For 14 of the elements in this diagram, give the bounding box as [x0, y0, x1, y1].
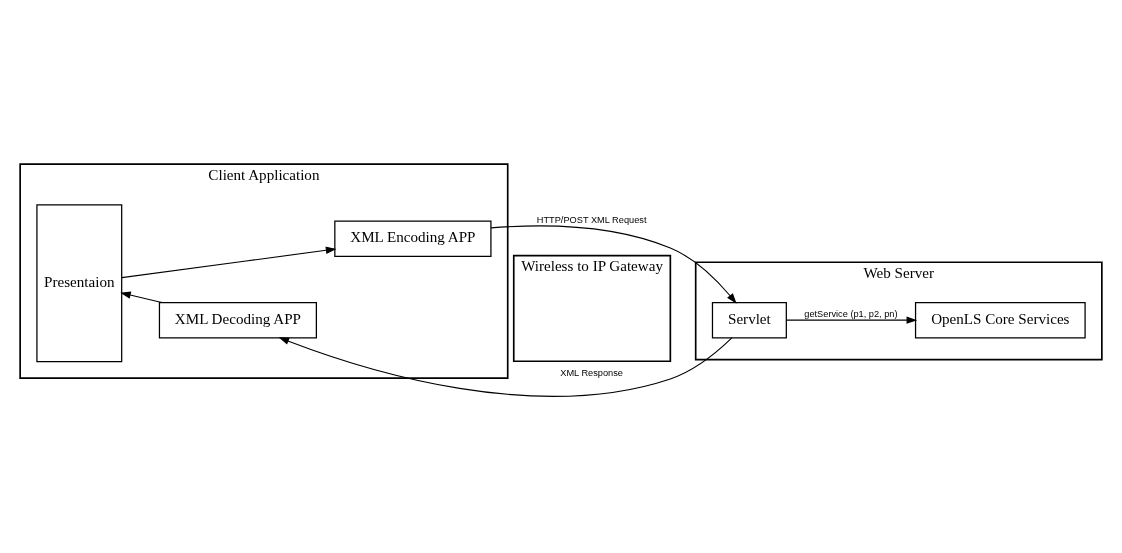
- node-box: Wireless to IP Gateway: [512, 254, 672, 362]
- node-box: XML Decoding APP: [158, 301, 317, 338]
- arrow: [120, 290, 163, 303]
- node-box: OpenLS Core Services: [914, 301, 1086, 338]
- edge-label: getService (p1, p2, pn): [804, 308, 898, 319]
- arrow: [278, 336, 733, 397]
- arrow: [785, 315, 918, 324]
- arrow: [121, 246, 337, 278]
- node-box: Servlet: [711, 301, 787, 338]
- node-box: Presentaion: [36, 203, 123, 362]
- node-box: XML Encoding APP: [334, 220, 492, 257]
- edge-label: HTTP/POST XML Request: [536, 214, 647, 225]
- arrow: [490, 224, 737, 304]
- edge-label: XML Response: [560, 367, 623, 378]
